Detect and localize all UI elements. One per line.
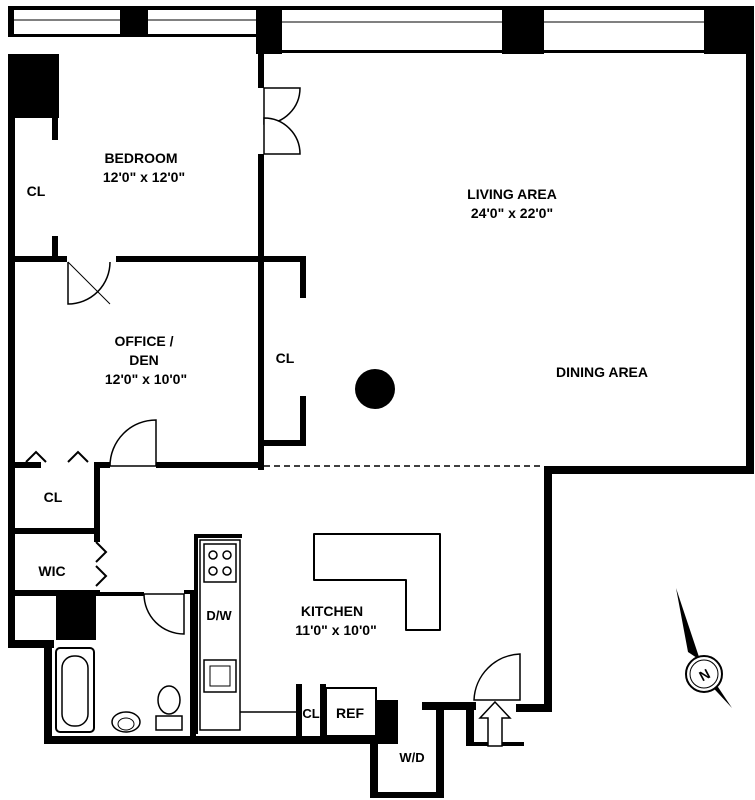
office-name-line2: DEN — [129, 352, 159, 368]
washer-dryer-label: W/D — [399, 750, 424, 765]
office-size: 12'0" x 10'0" — [105, 371, 187, 387]
entry-arrow-icon — [478, 700, 512, 747]
dishwasher-label: D/W — [206, 608, 232, 623]
interior-walls — [8, 54, 544, 742]
compass-icon: N — [676, 588, 732, 708]
kitchen-name: KITCHEN — [301, 603, 363, 619]
office-closet-label: CL — [276, 350, 295, 366]
toilet-icon — [157, 685, 181, 715]
walk-in-closet-label: WIC — [38, 563, 65, 579]
kitchen-size: 11'0" x 10'0" — [295, 622, 376, 638]
refrigerator-box — [325, 687, 377, 737]
windows — [14, 19, 704, 23]
bathroom-fixtures — [55, 647, 183, 733]
living-area-name: LIVING AREA — [467, 186, 557, 202]
office-name-line1: OFFICE / — [114, 333, 173, 349]
hall-closet-label: CL — [44, 489, 63, 505]
bedroom-size: 12'0" x 12'0" — [103, 169, 185, 185]
kitchen-counter — [199, 539, 296, 731]
bedroom-name: BEDROOM — [104, 150, 177, 166]
refrigerator-label: REF — [336, 705, 364, 721]
exterior-walls — [8, 6, 754, 798]
bedroom-closet-label: CL — [27, 183, 46, 199]
structural-column — [355, 369, 395, 409]
dining-area-name: DINING AREA — [556, 364, 648, 380]
living-area-size: 24'0" x 22'0" — [471, 205, 553, 221]
kitchen-closet-label: CL — [302, 706, 319, 721]
doors — [25, 87, 521, 701]
stove-icon — [203, 543, 237, 583]
toilet-tank-icon — [155, 715, 183, 731]
kitchen-island — [313, 533, 441, 631]
